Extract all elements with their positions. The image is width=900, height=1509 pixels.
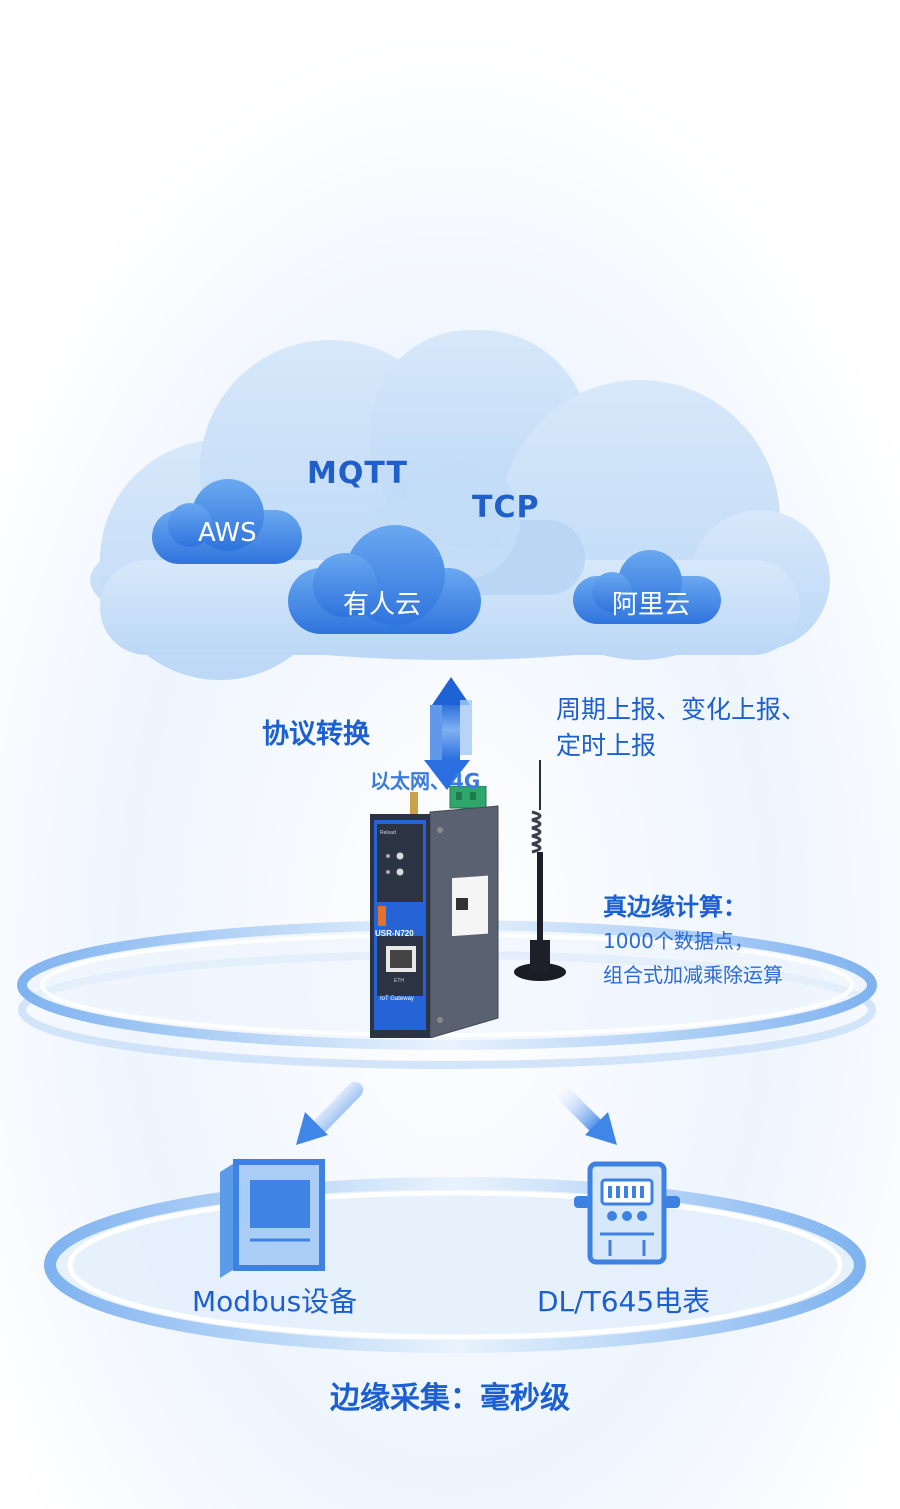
modbus-device-icon bbox=[220, 1159, 325, 1278]
cloud-aws-shape bbox=[152, 479, 302, 564]
cloud-usr-shape bbox=[288, 525, 481, 634]
gateway-device: Reload USR-N720 ETH IoT Gateway bbox=[370, 786, 499, 1038]
device-subtitle-label: IoT Gateway bbox=[380, 996, 414, 1002]
meter-label: DL/T645电表 bbox=[537, 1285, 711, 1318]
edge-collection-caption: 边缘采集：毫秒级 bbox=[330, 1381, 570, 1416]
device-reload-label: Reload bbox=[380, 830, 396, 836]
edge-compute-note: 真边缘计算： 1000个数据点， 组合式加减乘除运算 bbox=[603, 890, 783, 992]
protocol-conversion-label: 协议转换 bbox=[262, 719, 370, 750]
electric-meter-icon bbox=[574, 1161, 680, 1265]
network-label: 以太网、4G bbox=[370, 769, 481, 793]
cloud-label-aliyun: 阿里云 bbox=[612, 590, 691, 620]
arrow-to-meter-icon bbox=[552, 1082, 617, 1145]
cloud-label-tcp: TCP bbox=[472, 490, 540, 525]
arrow-to-modbus-icon bbox=[296, 1082, 363, 1145]
report-line-2: 定时上报 bbox=[556, 731, 657, 760]
cloud-label-mqtt: MQTT bbox=[307, 456, 408, 491]
report-line-1: 周期上报、变化上报、 bbox=[556, 695, 807, 724]
double-arrow-icon bbox=[424, 677, 472, 790]
antenna-icon bbox=[514, 760, 566, 981]
cloud-label-aws: AWS bbox=[198, 518, 257, 548]
device-model-label: USR-N720 bbox=[375, 929, 414, 938]
device-eth-label: ETH bbox=[394, 978, 404, 984]
edge-compute-title: 真边缘计算： bbox=[603, 893, 747, 921]
edge-compute-line2: 组合式加减乘除运算 bbox=[603, 963, 783, 987]
cloud-label-usr: 有人云 bbox=[343, 590, 422, 620]
cloud-aliyun-shape bbox=[573, 550, 721, 624]
report-modes-text: 周期上报、变化上报、 定时上报 bbox=[556, 692, 806, 764]
modbus-device-label: Modbus设备 bbox=[192, 1285, 358, 1318]
edge-compute-line1: 1000个数据点， bbox=[603, 929, 754, 953]
bottom-platform bbox=[44, 1177, 866, 1353]
